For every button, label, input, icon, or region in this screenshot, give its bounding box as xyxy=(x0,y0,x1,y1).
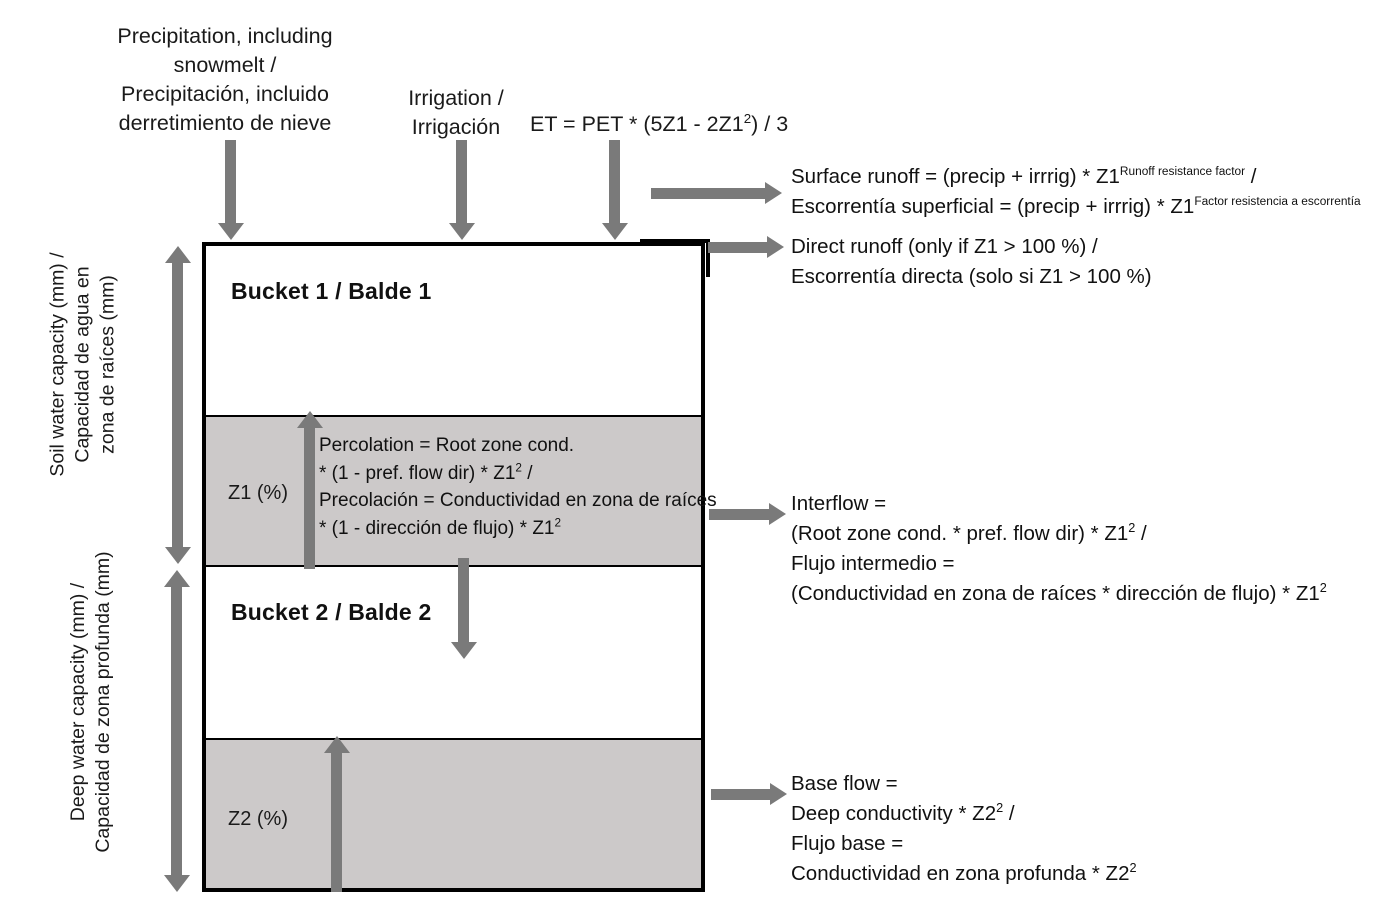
et-exponent: 2 xyxy=(743,110,752,126)
soil-water-capacity-double-arrow xyxy=(165,246,191,564)
surface-runoff-spanish: Escorrentía superficial = (precip + irrr… xyxy=(791,194,1361,218)
evapotranspiration-down-arrow xyxy=(602,140,628,242)
soil-water-capacity-axis-label: Soil water capacity (mm) / Capacidad de … xyxy=(46,252,119,477)
irrigation-down-arrow xyxy=(449,140,475,242)
deep-water-capacity-double-arrow xyxy=(164,570,190,892)
precipitation-down-arrow xyxy=(218,140,244,242)
surface-runoff-arrow xyxy=(651,182,784,204)
interflow-line-3: Flujo intermedio = xyxy=(791,552,955,575)
soil-water-capacity-axis-label-wrapper: Soil water capacity (mm) / Capacidad de … xyxy=(0,252,242,476)
interflow-arrow xyxy=(709,503,789,525)
base-flow-text-block: Base flow = Deep conductivity * Z22 / Fl… xyxy=(791,769,1137,889)
bucket1-title: Bucket 1 / Balde 1 xyxy=(231,278,432,304)
bucket2-title: Bucket 2 / Balde 2 xyxy=(231,599,432,625)
direct-runoff-text-block: Direct runoff (only if Z1 > 100 %) / Esc… xyxy=(791,232,1152,292)
z1-storage-band: Z1 (%) Percolation = Root zone cond. * (… xyxy=(206,415,717,567)
base-flow-line-2: Deep conductivity * Z22 / xyxy=(791,800,1015,825)
percolation-line-3: Precolación = Conductividad en zona de r… xyxy=(319,490,717,511)
interflow-line-1: Interflow = xyxy=(791,492,887,515)
z2-storage-band: Z2 (%) xyxy=(206,738,701,888)
direct-runoff-arrow xyxy=(708,236,786,258)
bucket1-unsaturated-zone: Bucket 1 / Balde 1 xyxy=(206,246,701,415)
z2-label: Z2 (%) xyxy=(228,808,288,830)
direct-runoff-connector-horizontal xyxy=(640,239,710,243)
percolation-line-4: * (1 - dirección de flujo) * Z12 xyxy=(319,516,562,539)
direct-runoff-english: Direct runoff (only if Z1 > 100 %) / xyxy=(791,235,1098,258)
direct-runoff-spanish: Escorrentía directa (solo si Z1 > 100 %) xyxy=(791,265,1152,288)
base-flow-arrow xyxy=(711,783,791,805)
base-flow-line-4: Conductividad en zona profunda * Z22 xyxy=(791,860,1137,885)
interflow-text-block: Interflow = (Root zone cond. * pref. flo… xyxy=(791,489,1327,609)
percolation-equation-block: Percolation = Root zone cond. * (1 - pre… xyxy=(319,432,717,542)
irrigation-inflow-label: Irrigation / Irrigación xyxy=(408,86,504,139)
interflow-line-4: (Conductividad en zona de raíces * direc… xyxy=(791,580,1327,605)
base-flow-line-3: Flujo base = xyxy=(791,832,904,855)
percolation-line-1: Percolation = Root zone cond. xyxy=(319,435,575,456)
precipitation-inflow-label: Precipitation, including snowmelt / Prec… xyxy=(117,24,333,135)
et-equation-suffix: ) / 3 xyxy=(751,112,789,136)
z1-upward-flow-arrow xyxy=(297,411,323,569)
z1-label: Z1 (%) xyxy=(228,482,288,504)
deep-water-capacity-axis-label: Deep water capacity (mm) / Capacidad de … xyxy=(67,551,114,853)
interflow-line-2: (Root zone cond. * pref. flow dir) * Z12… xyxy=(791,520,1147,545)
surface-runoff-english: Surface runoff = (precip + irrrig) * Z1R… xyxy=(791,164,1257,188)
et-equation-prefix: ET = PET * (5Z1 - 2Z1 xyxy=(530,112,744,136)
direct-runoff-connector-vertical xyxy=(706,239,710,277)
percolation-line-2: * (1 - pref. flow dir) * Z12 / xyxy=(319,461,533,484)
deep-water-capacity-axis-label-wrapper: Deep water capacity (mm) / Capacidad de … xyxy=(0,551,252,852)
surface-runoff-text-block: Surface runoff = (precip + irrrig) * Z1R… xyxy=(791,162,1361,222)
base-flow-line-1: Base flow = xyxy=(791,772,898,795)
evapotranspiration-equation-label: ET = PET * (5Z1 - 2Z12) / 3 xyxy=(530,110,788,139)
bucket-model-box: Bucket 1 / Balde 1 Z1 (%) Percolation = … xyxy=(202,242,717,892)
z2-upward-flow-arrow xyxy=(324,736,350,892)
percolation-down-arrow xyxy=(451,558,477,661)
